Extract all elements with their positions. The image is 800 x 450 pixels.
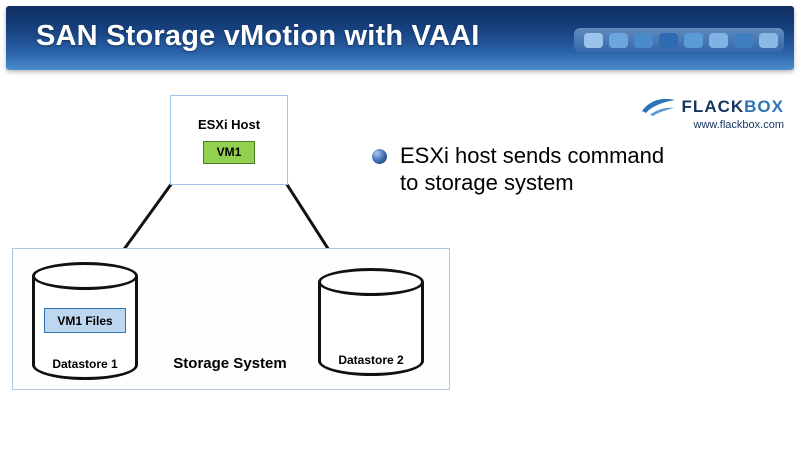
header-squares (574, 28, 784, 52)
logo-text-box: BOX (744, 97, 784, 116)
flackbox-swoosh-icon (641, 98, 675, 116)
bullet-sphere-icon (372, 149, 387, 164)
bullet-item: ESXi host sends command to storage syste… (372, 142, 702, 196)
page-title: SAN Storage vMotion with VAAI (36, 20, 480, 52)
esxi-host-label: ESXi Host (197, 116, 261, 132)
decorative-square (609, 32, 628, 48)
vm1-files-box: VM1 Files (44, 308, 126, 333)
logo-url: www.flackbox.com (693, 119, 784, 131)
bullet-line-2: to storage system (400, 170, 574, 195)
esxi-host-box: ESXi Host VM1 (170, 95, 288, 185)
decorative-square (684, 32, 703, 48)
decorative-square (734, 32, 753, 48)
cylinder-top (32, 262, 138, 290)
decorative-square (709, 32, 728, 48)
title-banner: SAN Storage vMotion with VAAI (6, 6, 794, 70)
decorative-square (634, 32, 653, 48)
datastore-2-label: Datastore 2 (338, 353, 404, 367)
datastore-1-cylinder: VM1 Files Datastore 1 (32, 262, 138, 380)
bullet-line-1: ESXi host sends command (400, 143, 665, 168)
datastore-1-label: Datastore 1 (52, 357, 118, 371)
bullet-text: ESXi host sends command to storage syste… (400, 142, 702, 196)
decorative-square (659, 32, 678, 48)
logo-text-flack: FLACK (681, 97, 745, 116)
storage-system-label: Storage System (173, 355, 287, 372)
decorative-square (759, 32, 778, 48)
decorative-square (584, 32, 603, 48)
flackbox-logo: FLACKBOX www.flackbox.com (641, 96, 784, 131)
cylinder-top (318, 268, 424, 296)
datastore-2-cylinder: Datastore 2 (318, 268, 424, 376)
cylinder-body (318, 282, 424, 376)
vm1-box: VM1 (203, 140, 255, 164)
